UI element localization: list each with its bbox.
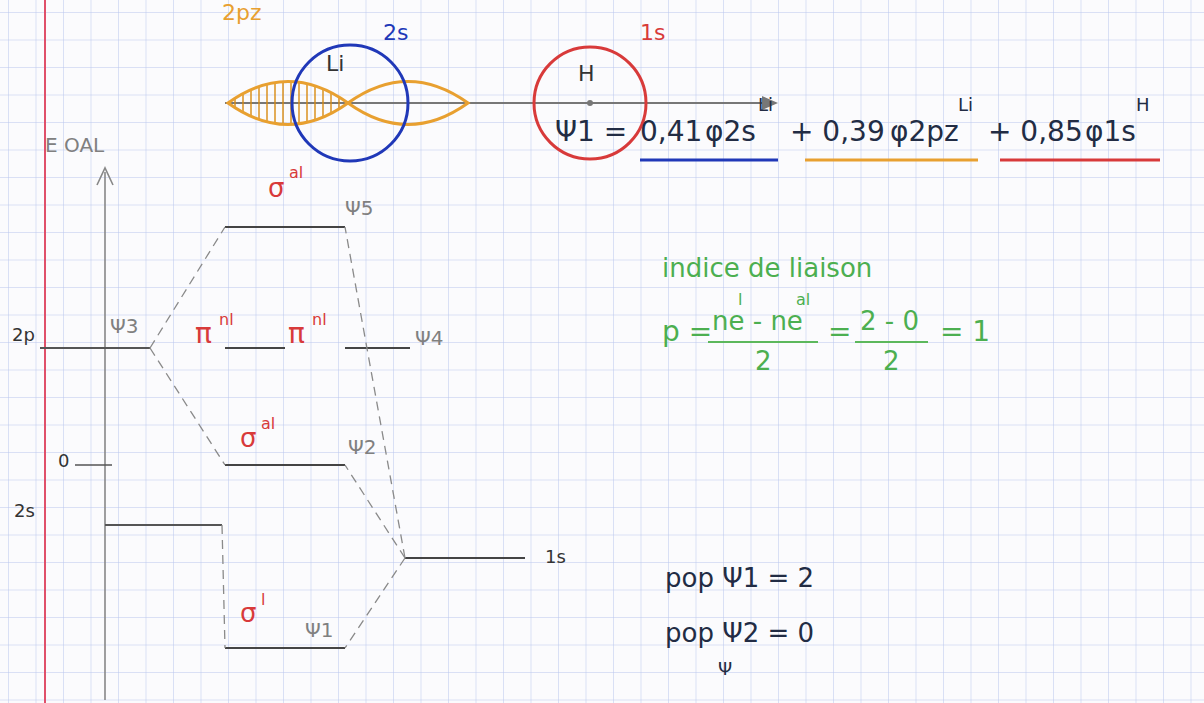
atom-index: Li <box>958 96 973 114</box>
formula: = 1 <box>940 318 990 346</box>
population: Ψ <box>718 660 732 678</box>
population: pop Ψ2 = 0 <box>665 620 814 646</box>
level-label: 0 <box>58 452 69 470</box>
orbital-name: 1s <box>640 22 665 44</box>
mo-type-sup: al <box>289 165 303 181</box>
formula: 2 <box>755 348 772 374</box>
mo-type: π <box>288 320 305 348</box>
axis-label: E OAL <box>45 135 104 155</box>
basis-orbital: φ2s <box>705 118 756 146</box>
population: pop Ψ1 = 2 <box>665 565 814 591</box>
mo-type-sup: al <box>261 416 275 432</box>
level-label: 1s <box>545 548 566 566</box>
mo-type: σ <box>268 175 284 201</box>
mo-name: Ψ1 <box>305 620 333 640</box>
mo-name: Ψ4 <box>415 328 443 348</box>
formula: p = <box>662 318 712 346</box>
level-label: 2s <box>14 502 35 520</box>
basis-orbital: φ2pz <box>890 118 959 146</box>
formula: ne - ne <box>712 308 803 334</box>
coefficient: + 0,39 <box>790 118 885 146</box>
mo-type: σ <box>240 425 256 451</box>
formula-sup: l <box>738 292 742 308</box>
formula: 2 <box>883 348 900 374</box>
atom-index: H <box>1136 96 1150 114</box>
mo-type-sup: l <box>261 592 265 608</box>
formula: 2 - 0 <box>860 308 919 334</box>
formula: = <box>828 318 851 346</box>
coefficient: + 0,85 <box>988 118 1083 146</box>
mo-type: π <box>195 320 212 348</box>
circle-outline <box>290 43 410 163</box>
note-heading: indice de liaison <box>662 255 872 281</box>
atom-symbol: Li <box>326 53 344 75</box>
formula-sup: al <box>796 292 810 308</box>
atom-index: Li <box>758 96 773 114</box>
basis-orbital: φ1s <box>1085 118 1136 146</box>
mo-type: σ <box>240 600 256 626</box>
mo-name: Ψ5 <box>345 198 373 218</box>
mo-name: Ψ3 <box>110 316 138 336</box>
orbital-name: 2pz <box>222 2 262 24</box>
atom-circle: Li <box>290 43 410 163</box>
atom-symbol: H <box>578 63 595 85</box>
mo-type-sup: nl <box>219 312 234 328</box>
coefficient: 0,41 <box>640 118 702 146</box>
level-label: 2p <box>12 326 35 344</box>
mo-name: Ψ2 <box>348 437 376 457</box>
orbital-name: 2s <box>383 22 408 44</box>
mo-type-sup: nl <box>312 312 327 328</box>
equation-term: Ψ1 = <box>555 118 627 146</box>
